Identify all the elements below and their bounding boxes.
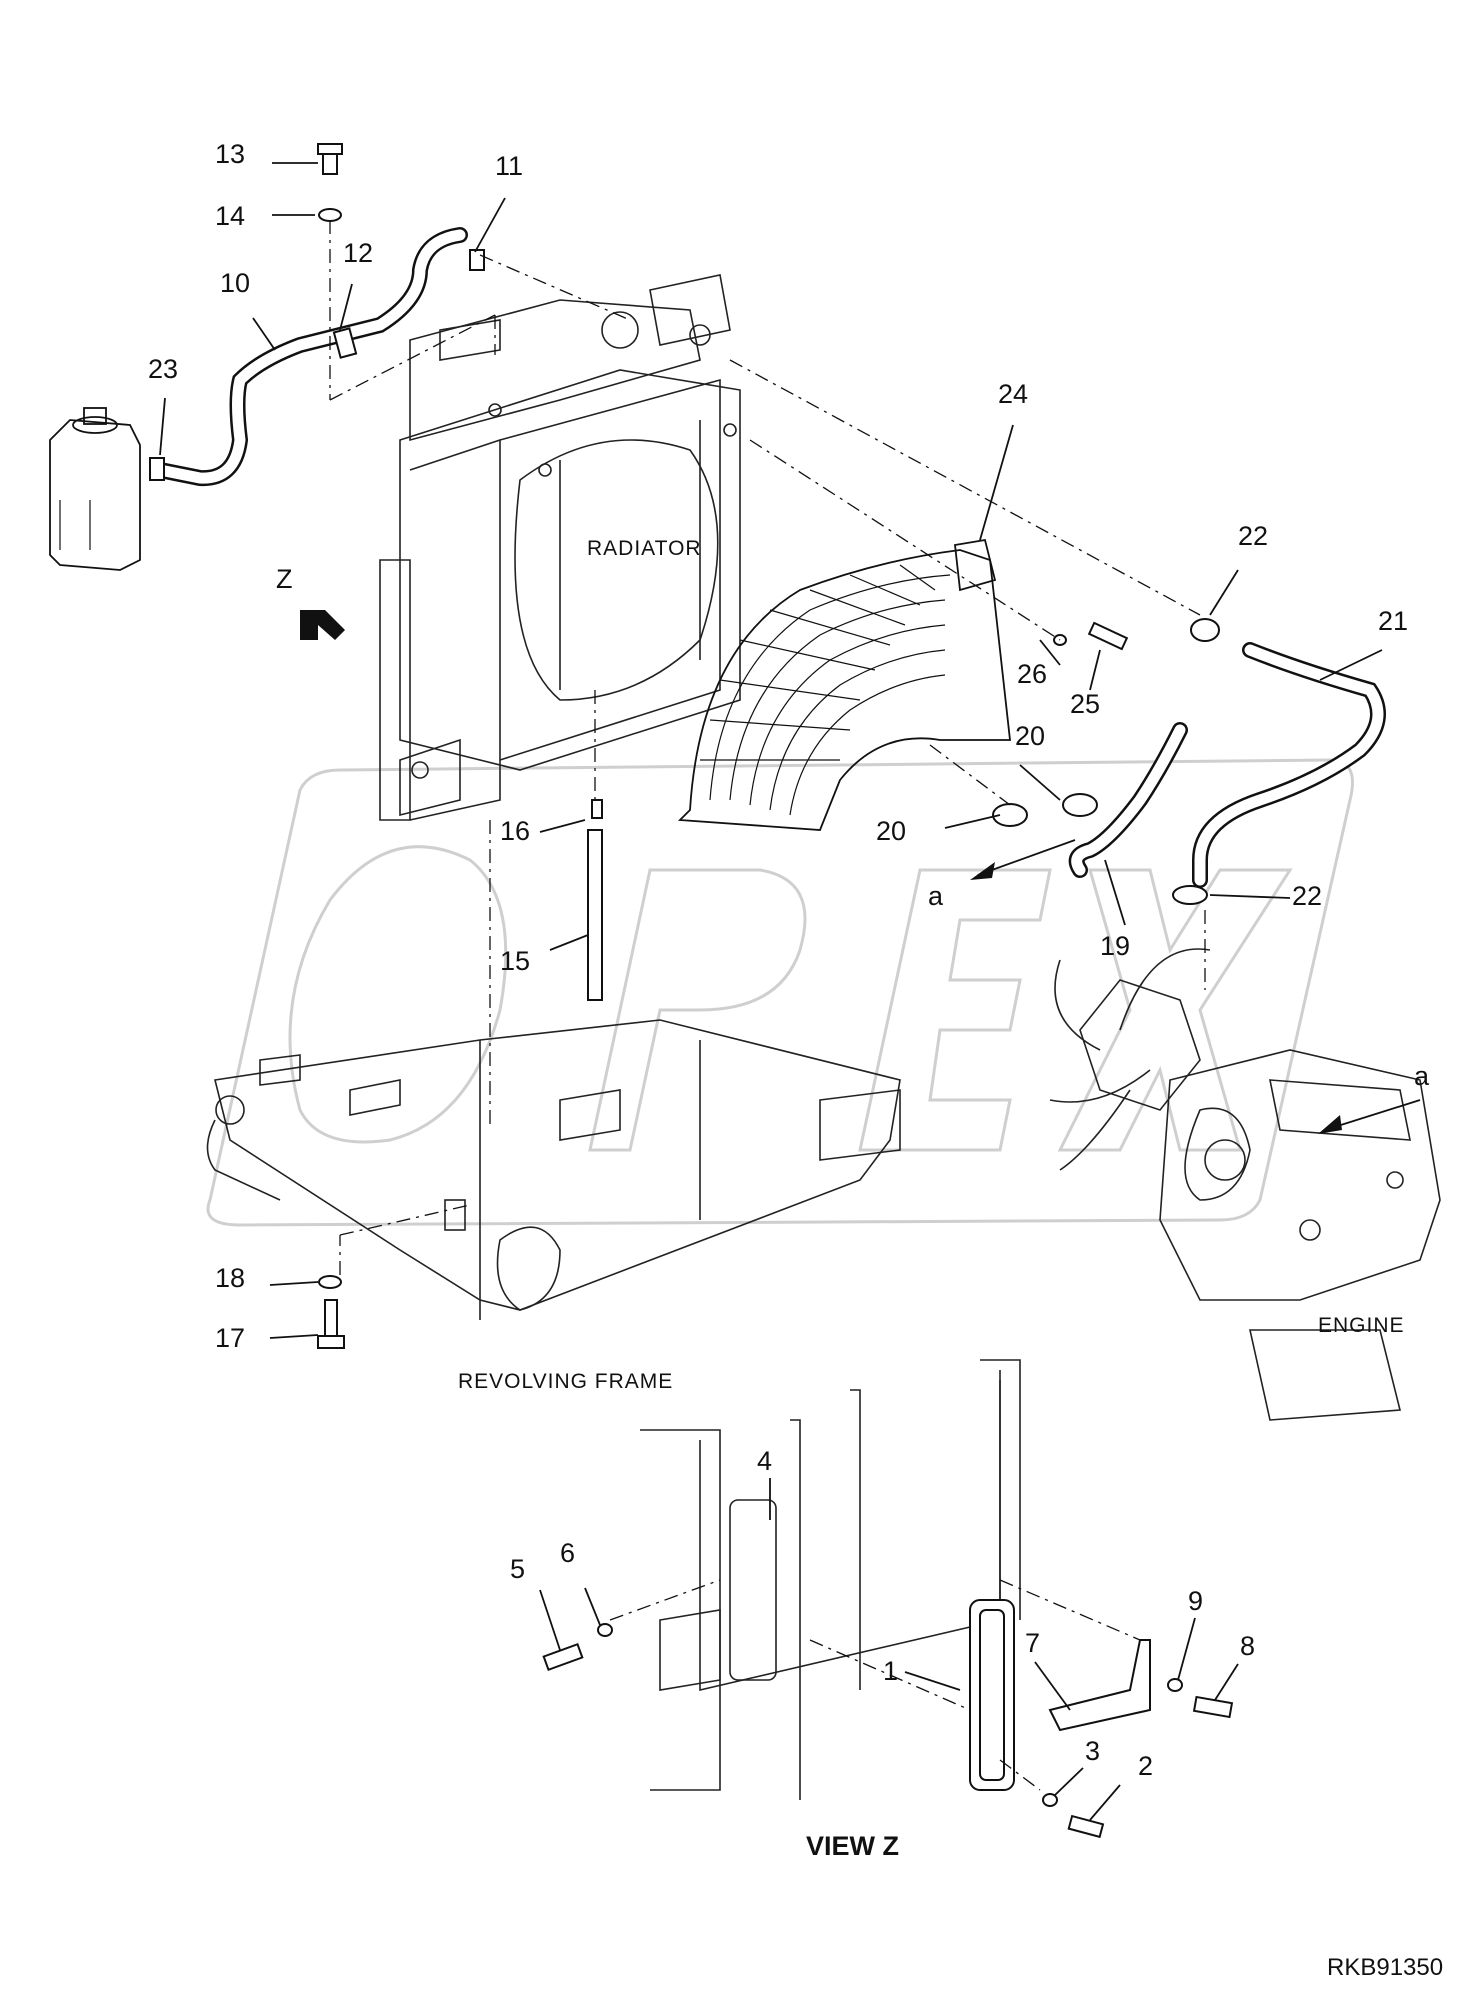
callout-6: 6 [560,1538,575,1568]
callout-26: 26 [1017,659,1047,689]
callout-25: 25 [1070,689,1100,719]
radiator-assembly [379,274,741,821]
callout-19: 19 [1100,931,1130,961]
hose-19 [1068,722,1188,878]
callout-12: 12 [343,238,373,268]
view-z-arrow [300,610,345,640]
label-radiator: RADIATOR [587,537,702,560]
label-engine: ENGINE [1318,1314,1405,1337]
view-z-assembly [542,1359,1234,1839]
engine-and-fan [1049,948,1441,1421]
label-view-z: VIEW Z [806,1831,899,1861]
callout-7: 7 [1025,1628,1040,1658]
callout-16: 16 [500,816,530,846]
callout-3: 3 [1085,1736,1100,1766]
callout-4: 4 [757,1446,772,1476]
callout-24: 24 [998,379,1028,409]
callout-21: 21 [1378,606,1408,636]
callout-10: 10 [220,268,250,298]
callout-22-lower: 22 [1292,881,1322,911]
leader-lines [159,162,1421,1821]
callout-20-upper: 20 [1015,721,1045,751]
revolving-frame [206,1019,901,1320]
label-revolving-frame: REVOLVING FRAME [458,1370,673,1393]
callout-20-lower: 20 [876,816,906,846]
callout-13: 13 [215,139,245,169]
callout-1: 1 [883,1656,898,1686]
callout-numbers: 13 14 12 11 10 23 24 22 21 26 25 20 20 1… [148,139,1408,1781]
drawing-code: RKB91350 [1327,1954,1443,1981]
label-z-marker: Z [276,564,293,594]
callout-5: 5 [510,1554,525,1584]
callout-11: 11 [495,151,523,181]
hose-10 [149,227,485,487]
callout-2: 2 [1138,1751,1153,1781]
callout-15: 15 [500,946,530,976]
callout-22-upper: 22 [1238,521,1268,551]
callout-23: 23 [148,354,178,384]
reservoir-tank [49,407,141,571]
callout-18: 18 [215,1263,245,1293]
callout-8: 8 [1240,1631,1255,1661]
callout-9: 9 [1188,1586,1203,1616]
callout-14: 14 [215,201,245,231]
callout-17: 17 [215,1323,245,1353]
fan-shroud [677,538,1012,831]
upper-fasteners [317,143,1220,1349]
label-ref-a-left: a [928,881,944,911]
watermark-logo [206,758,1354,1227]
hose-21 [1192,642,1386,888]
diagram-labels: RADIATOR Z a a ENGINE REVOLVING FRAME VI… [276,537,1443,1981]
label-ref-a-right: a [1414,1061,1430,1091]
